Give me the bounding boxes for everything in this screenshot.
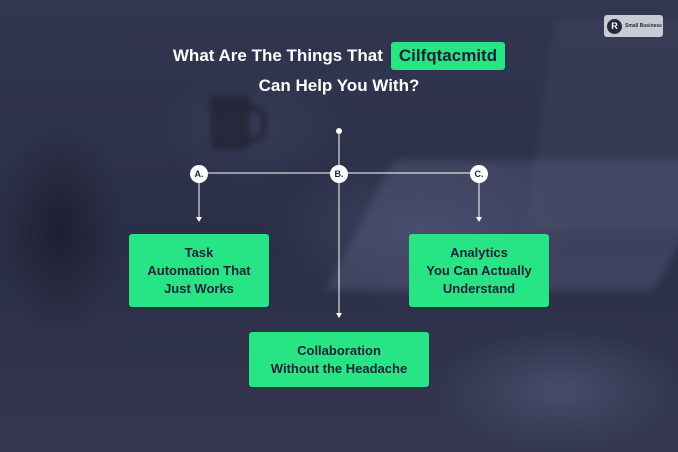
box-analytics: Analytics You Can Actually Understand <box>409 234 549 307</box>
marker-a: A. <box>190 165 208 183</box>
box-a-line-3: Just Works <box>164 280 234 296</box>
box-c-line-1: Analytics <box>450 244 508 260</box>
box-c-line-2: You Can Actually <box>426 262 532 278</box>
title-brand-highlight: Cilfqtacmitd <box>390 42 506 70</box>
box-a-line-2: Automation That <box>147 262 251 278</box>
box-collaboration: Collaboration Without the Headache <box>249 332 429 387</box>
box-a-line-1: Task <box>184 244 214 260</box>
marker-b: B. <box>330 165 348 183</box>
title-prefix: What Are The Things That <box>172 46 383 65</box>
center-origin-dot <box>336 128 342 134</box>
center-arrowhead <box>336 313 342 318</box>
logo-mark-icon: R <box>607 18 622 34</box>
page-title: What Are The Things That Cilfqtacmitd <box>0 41 678 71</box>
mug-handle-decor <box>245 105 267 143</box>
brand-logo: R Small Business <box>604 15 663 37</box>
box-task-automation: Task Automation That Just Works <box>129 234 269 307</box>
left-arrowhead <box>196 217 202 222</box>
page-subtitle: Can Help You With? <box>258 76 420 95</box>
marker-c: C. <box>470 165 488 183</box>
mug-decor <box>210 95 250 150</box>
right-arrowhead <box>476 217 482 222</box>
box-b-line-1: Collaboration <box>297 342 381 358</box>
box-b-line-2: Without the Headache <box>270 360 408 376</box>
logo-text: Small Business <box>625 22 662 29</box>
box-c-line-3: Understand <box>442 280 516 296</box>
